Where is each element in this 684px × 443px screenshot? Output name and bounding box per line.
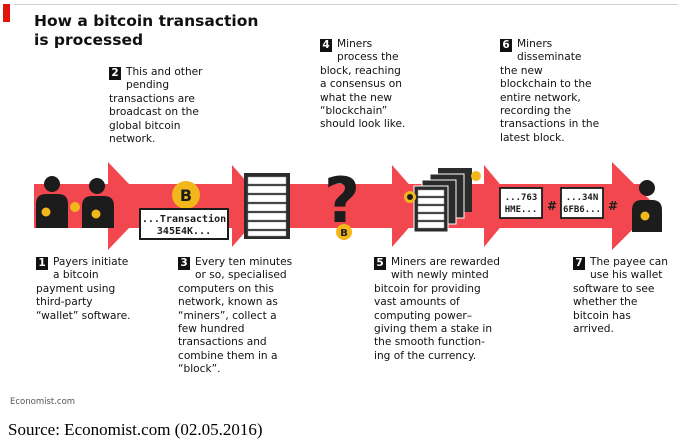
credit-label: Economist.com: [10, 397, 76, 407]
step-4-number: 4: [320, 39, 332, 52]
consensus-question-icon: ? B: [324, 164, 360, 240]
step-4-text: Miners process the block, reaching a con…: [320, 38, 406, 131]
block-a-line-2: HME...: [505, 205, 538, 215]
step-3: 3 Every ten minutes or so, specialised c…: [178, 256, 296, 377]
transaction-line-1: ...Transaction: [142, 213, 226, 225]
step-5: 5 Miners are rewarded with newly minted …: [374, 256, 500, 363]
step-1-number: 1: [36, 257, 48, 270]
step-5-number: 5: [374, 257, 386, 270]
step-2-text: This and other pending transactions are …: [109, 66, 203, 146]
second-payer-person-icon: [82, 178, 114, 228]
title-line-1: How a bitcoin transaction: [34, 12, 259, 30]
source-caption: Source: Economist.com (02.05.2016): [8, 420, 263, 439]
step-1-text: Payers initiate a bitcoin payment using …: [36, 256, 131, 322]
question-coin-symbol: B: [340, 228, 348, 239]
block-b-line-1: ...34N: [566, 193, 599, 203]
hash-symbol-2: #: [608, 199, 618, 213]
top-rule: [14, 4, 678, 5]
step-7-number: 7: [573, 257, 585, 270]
blockchain-block-b: ...34N 6FB6...: [560, 187, 604, 219]
step-5-text: Miners are rewarded with newly minted bi…: [374, 256, 500, 362]
step-7: 7 The payee can use his wallet software …: [573, 256, 673, 336]
step-6-text: Miners disseminate the new blockchain to…: [500, 38, 600, 144]
title-line-2: is processed: [34, 31, 144, 49]
step-1: 1 Payers initiate a bitcoin payment usin…: [36, 256, 136, 323]
step-7-text: The payee can use his wallet software to…: [573, 256, 668, 336]
step-4: 4 Miners process the block, reaching a c…: [320, 38, 406, 132]
bitcoin-symbol: B: [180, 186, 192, 205]
transaction-line-2: 345E4K...: [157, 226, 211, 237]
hash-symbol-1: #: [547, 199, 557, 213]
payee-person-icon: [632, 180, 662, 232]
bitcoin-large-coin-icon: B: [172, 181, 200, 209]
miner-server-icon: [244, 173, 290, 239]
miner-server-stack-icon: [404, 168, 481, 233]
block-b-line-2: 6FB6...: [563, 205, 601, 215]
brand-red-tag: [3, 4, 10, 22]
step-6-number: 6: [500, 39, 512, 52]
diagram-title: How a bitcoin transaction is processed: [34, 12, 258, 50]
step-3-number: 3: [178, 257, 190, 270]
transaction-box: ...Transaction 345E4K...: [139, 208, 229, 240]
blockchain-block-a: ...763 HME...: [499, 187, 543, 219]
block-a-line-1: ...763: [505, 193, 538, 203]
chevron-3: [392, 165, 428, 247]
step-6: 6 Miners disseminate the new blockchain …: [500, 38, 600, 145]
payer-person-icon: [36, 176, 68, 228]
step-2-number: 2: [109, 67, 121, 80]
step-3-text: Every ten minutes or so, specialised com…: [178, 256, 293, 376]
step-2: 2 This and other pending transactions ar…: [109, 66, 209, 146]
bitcoin-coin-icon: [70, 202, 80, 212]
